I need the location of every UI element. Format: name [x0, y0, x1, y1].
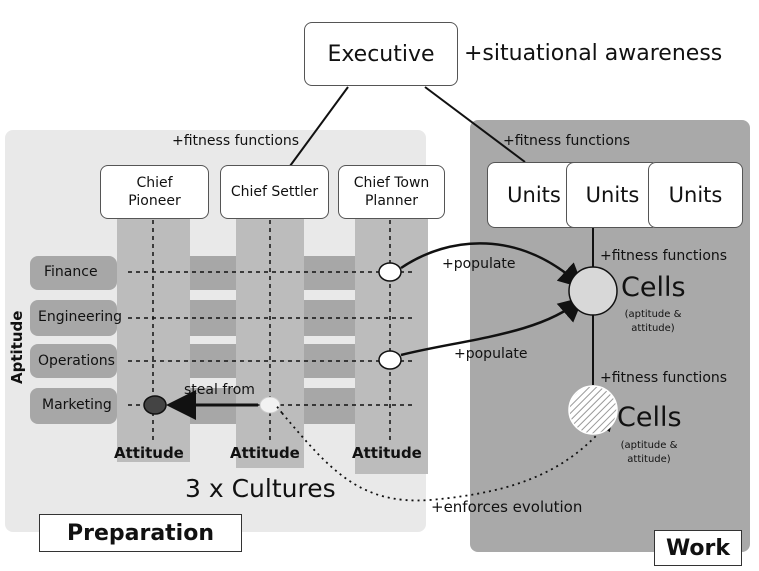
cells-fitness-label-2: +fitness functions: [600, 370, 728, 386]
row-label-marketing: Marketing: [42, 397, 112, 413]
attitude-label-pioneer: Attitude: [114, 444, 184, 462]
chief-town-planner-label: Chief Town Planner: [353, 175, 430, 209]
cells-fitness-label-1: +fitness functions: [600, 248, 728, 264]
row-label-operations: Operations: [38, 353, 115, 369]
row-label-finance: Finance: [44, 264, 98, 280]
preparation-label-box: Preparation: [39, 514, 242, 552]
chief-settler-box: Chief Settler: [220, 165, 329, 219]
units-label-2: Units: [585, 183, 640, 207]
chief-settler-label: Chief Settler: [230, 184, 319, 200]
cells-label-2: Cells: [617, 402, 682, 433]
row-finance: [30, 256, 416, 290]
right-fitness-label: +fitness functions: [503, 133, 631, 149]
cells-sub-label-1: (aptitude & attitude): [624, 309, 682, 334]
populate-label-2: +populate: [454, 346, 528, 362]
cells-label-1: Cells: [621, 272, 686, 303]
left-fitness-label: +fitness functions: [172, 133, 300, 149]
aptitude-axis-label: Aptitude: [8, 310, 26, 384]
cells-circle-2: [568, 385, 618, 435]
row-operations: [30, 344, 416, 378]
chief-pioneer-label: Chief Pioneer: [128, 175, 181, 209]
settler-marketing-dot: [259, 396, 281, 414]
units-box-2: Units: [566, 162, 659, 228]
pioneer-marketing-dot: [143, 395, 167, 415]
cells-circle-1: [568, 266, 618, 316]
populate-label-1: +populate: [442, 256, 516, 272]
town-planner-finance-dot: [378, 262, 402, 282]
enforces-evolution-label: +enforces evolution: [431, 498, 583, 516]
cultures-label: 3 x Cultures: [185, 474, 336, 503]
preparation-label: Preparation: [66, 520, 215, 546]
units-box-1: Units: [487, 162, 581, 228]
work-label: Work: [665, 535, 731, 561]
units-label-1: Units: [507, 183, 561, 207]
situational-awareness-label: +situational awareness: [464, 41, 723, 66]
attitude-label-settler: Attitude: [230, 444, 300, 462]
town-planner-operations-dot: [378, 350, 402, 370]
chief-pioneer-box: Chief Pioneer: [100, 165, 209, 219]
cells-sub-label-2: (aptitude & attitude): [620, 440, 678, 465]
attitude-label-town-planner: Attitude: [352, 444, 422, 462]
row-label-engineering: Engineering: [38, 309, 122, 325]
chief-town-planner-box: Chief Town Planner: [338, 165, 445, 219]
work-label-box: Work: [654, 530, 742, 566]
units-label-3: Units: [668, 183, 723, 207]
steal-from-label: steal from: [184, 382, 255, 398]
executive-box: Executive: [304, 22, 458, 86]
units-box-3: Units: [648, 162, 743, 228]
executive-label: Executive: [327, 41, 435, 67]
